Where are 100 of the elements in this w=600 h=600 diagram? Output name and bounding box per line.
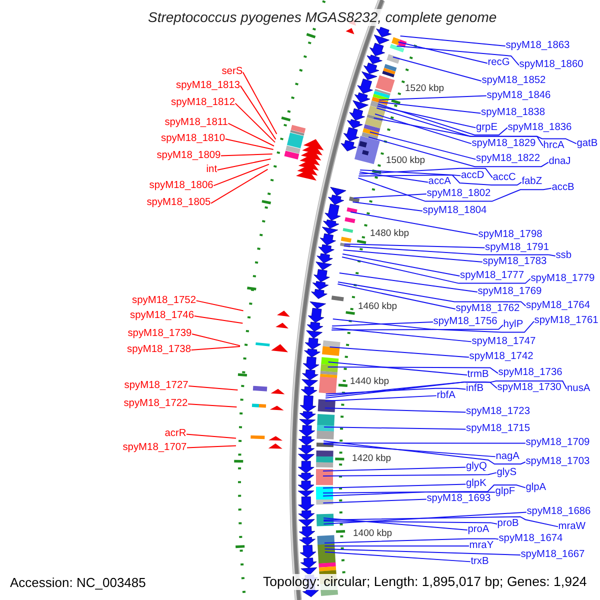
gene-label: spyM18_1756 <box>433 316 498 328</box>
gene-label: spyM18_1810 <box>161 133 226 145</box>
leader-line <box>376 108 577 144</box>
gene-label: spyM18_1822 <box>476 153 540 166</box>
gene-label: spyM18_1791 <box>485 242 550 254</box>
gene-label: spyM18_1762 <box>456 303 520 315</box>
gene-label: spyM18_1805 <box>146 197 211 210</box>
gene-label: spyM18_1811 <box>164 117 228 130</box>
gene-label: accD <box>461 170 484 182</box>
gene-label: spyM18_1829 <box>472 138 536 150</box>
leader-line <box>352 202 423 212</box>
gene-label: spyM18_1727 <box>124 380 188 392</box>
gene-label: recG <box>488 57 510 70</box>
leader-line <box>322 466 466 472</box>
gene-label: accC <box>492 172 516 184</box>
gene-label: spyM18_1707 <box>122 442 187 454</box>
gene-label: gatB <box>576 138 598 150</box>
gene-label: spyM18_1813 <box>176 80 240 92</box>
leader-line <box>323 516 558 528</box>
leader-line <box>327 366 498 374</box>
gene-label: spyM18_1802 <box>426 188 491 200</box>
scale-label: 1500 kbp <box>386 154 426 166</box>
gene-label: spyM18_1860 <box>519 59 584 72</box>
leader-line <box>324 548 521 556</box>
leader-line <box>188 404 238 408</box>
leader-line <box>324 395 437 402</box>
gene-label: nusA <box>567 383 590 395</box>
leader-line <box>186 434 236 439</box>
scale-label: 1460 kbp <box>358 301 398 313</box>
leader-line <box>224 138 274 150</box>
leader-line <box>332 318 534 333</box>
leader-line <box>325 381 498 396</box>
scale-label: 1440 kbp <box>350 376 390 388</box>
gene-label: ssb <box>556 250 572 262</box>
gene-label: spyM18_1806 <box>149 180 214 192</box>
leader-line <box>192 334 240 346</box>
scale-label: 1400 kbp <box>353 528 392 540</box>
scale-label: 1520 kbp <box>405 82 444 94</box>
leader-line <box>360 170 462 176</box>
leader-line <box>242 72 278 134</box>
gene-label: hrcA <box>543 140 564 152</box>
gene-label: spyM18_1838 <box>481 107 546 120</box>
leader-line <box>322 498 427 504</box>
gene-label: glyQ <box>466 461 487 474</box>
leader-line <box>358 168 493 178</box>
gene-label: spyM18_1752 <box>132 294 196 307</box>
gene-label: infB <box>466 383 484 396</box>
leader-line <box>359 172 428 183</box>
leader-line <box>322 472 497 476</box>
leader-line <box>358 174 522 186</box>
leader-line <box>342 256 531 284</box>
leader-line <box>324 426 466 430</box>
gene-label: acrR <box>164 428 186 440</box>
gene-label: spyM18_1783 <box>482 256 547 268</box>
leader-line <box>373 118 544 146</box>
gene-label: spyM18_1798 <box>478 229 542 241</box>
leader-line <box>400 36 506 46</box>
gene-label: spyM18_1674 <box>498 533 563 546</box>
gene-label: spyM18_1746 <box>130 310 194 322</box>
leader-line <box>324 552 471 562</box>
gene-label: spyM18_1764 <box>526 300 590 312</box>
gene-label: accA <box>428 176 451 188</box>
leader-line <box>188 386 238 390</box>
gene-label: proB <box>497 518 519 530</box>
leader-line <box>323 520 498 524</box>
leader-line <box>323 444 496 458</box>
gene-label: spyM18_1739 <box>128 328 192 340</box>
leader-line <box>328 362 468 376</box>
gene-label: spyM18_1736 <box>498 367 562 380</box>
leader-line <box>396 46 520 66</box>
gene-label: spyM18_1703 <box>526 456 590 468</box>
leader-line <box>194 316 244 324</box>
gene-label: spyM18_1747 <box>472 336 536 348</box>
leader-line <box>323 442 526 444</box>
leader-line <box>331 324 504 330</box>
leader-line <box>338 282 526 306</box>
leader-line <box>342 250 483 262</box>
leader-line <box>325 388 466 394</box>
gene-label: glyS <box>496 466 517 479</box>
gene-label: trxB <box>470 556 489 568</box>
gene-label: spyM18_1846 <box>486 90 551 102</box>
gene-label: grpE <box>476 122 498 134</box>
gene-label: serS <box>222 66 243 78</box>
leader-line <box>323 518 468 530</box>
leader-line <box>331 328 472 342</box>
gene-label: fabZ <box>522 176 542 188</box>
leader-line <box>376 106 476 128</box>
leader-line <box>374 114 472 144</box>
leader-line <box>378 95 487 100</box>
leader-line <box>196 300 244 312</box>
leader-line <box>350 212 478 236</box>
gene-label: mraW <box>558 520 586 533</box>
gene-label: spyM18_1769 <box>478 286 542 298</box>
leader-line <box>344 246 556 256</box>
gene-label: dnaJ <box>548 156 571 168</box>
leader-line <box>377 104 508 136</box>
gene-label: spyM18_1730 <box>497 382 562 394</box>
map-title: Streptococcus pyogenes MGAS8232, complete genome <box>148 9 497 26</box>
gene-label: glpA <box>526 482 546 494</box>
gene-label: spyM18_1804 <box>422 205 487 217</box>
